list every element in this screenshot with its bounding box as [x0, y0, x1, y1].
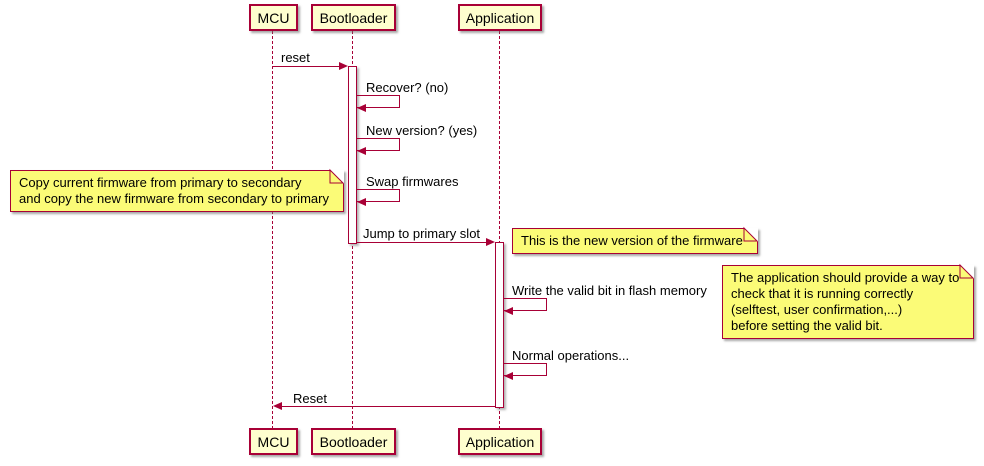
arrowhead-left-icon: [504, 372, 513, 380]
message-swap-loop: [357, 189, 400, 202]
note-fold-icon: [959, 263, 975, 279]
message-write-valid-bit-loop: [504, 298, 547, 311]
message-reset-line: [273, 66, 340, 67]
note-copy-firmware: Copy current firmware from primary to se…: [10, 168, 345, 212]
note-fold-icon: [743, 226, 759, 242]
arrowhead-left-icon: [504, 307, 513, 315]
message-jump-label: Jump to primary slot: [363, 226, 481, 241]
message-recover-loop: [357, 95, 400, 108]
participant-application-top: Application: [458, 4, 542, 31]
note-valid-bit: The application should provide a way to …: [722, 263, 975, 339]
activation-bootloader: [348, 66, 357, 244]
participant-application-bottom: Application: [458, 428, 542, 455]
arrowhead-right-icon: [339, 62, 348, 70]
arrowhead-left-icon: [357, 147, 366, 155]
activation-application: [495, 242, 504, 408]
note-new-firmware: This is the new version of the firmware: [512, 226, 759, 254]
message-new-version-loop: [357, 138, 400, 151]
participant-mcu-top: MCU: [249, 4, 298, 31]
arrowhead-left-icon: [357, 198, 366, 206]
message-normal-ops-loop: [504, 363, 547, 376]
message-swap-label: Swap firmwares: [366, 174, 459, 189]
note-new-firmware-text: This is the new version of the firmware: [521, 233, 743, 248]
note-valid-bit-text: The application should provide a way to …: [731, 270, 960, 333]
message-reset-back-label: Reset: [293, 391, 327, 406]
message-write-valid-bit-label: Write the valid bit in flash memory: [512, 283, 707, 298]
arrowhead-left-icon: [357, 104, 366, 112]
message-recover-label: Recover? (no): [366, 80, 449, 95]
participant-bootloader-bottom: Bootloader: [311, 428, 396, 455]
message-reset-back-line: [282, 406, 495, 407]
message-jump-line: [357, 242, 486, 243]
participant-mcu-bottom: MCU: [249, 428, 298, 455]
note-fold-icon: [329, 168, 345, 184]
note-copy-firmware-text: Copy current firmware from primary to se…: [19, 175, 329, 206]
message-new-version-label: New version? (yes): [366, 123, 478, 138]
message-reset-label: reset: [281, 50, 310, 65]
message-normal-ops-label: Normal operations...: [512, 348, 630, 363]
arrowhead-left-icon: [273, 402, 282, 410]
participant-bootloader-top: Bootloader: [311, 4, 396, 31]
lifeline-application: [499, 31, 500, 429]
arrowhead-right-icon: [486, 238, 495, 246]
lifeline-mcu: [272, 31, 273, 429]
